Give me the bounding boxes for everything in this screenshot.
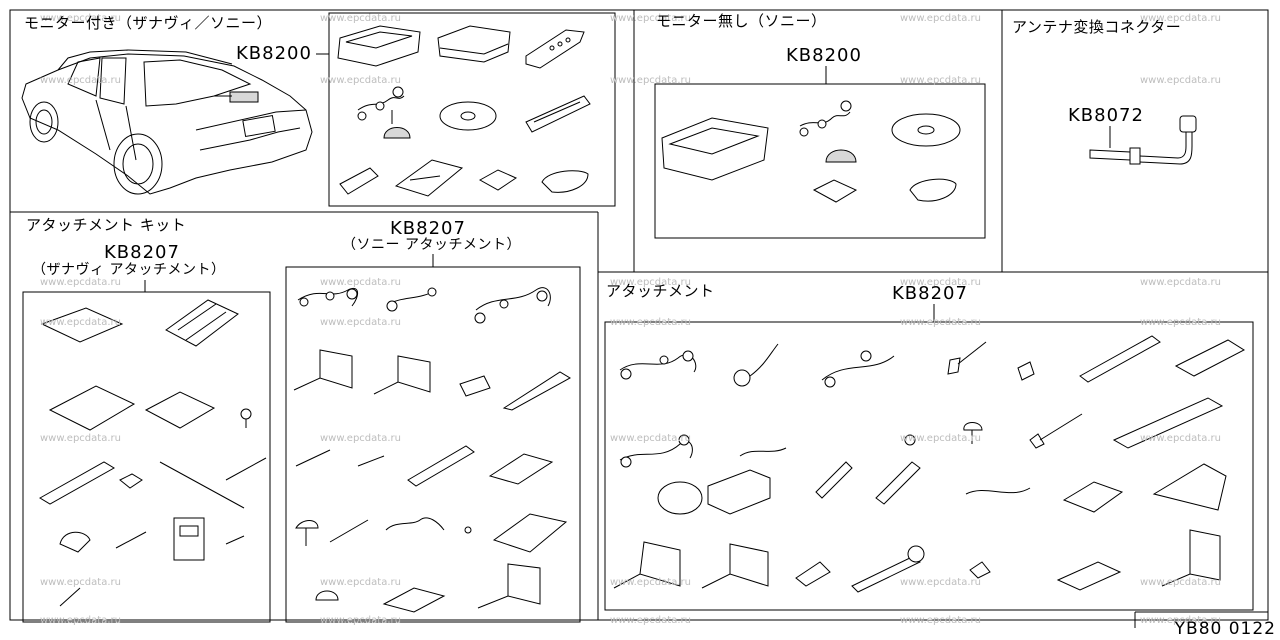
watermark-text: www.epcdata.ru <box>900 577 981 588</box>
attachment-kit-title: アタッチメント キット <box>26 216 187 234</box>
watermark-text: www.epcdata.ru <box>900 433 981 444</box>
watermark-text: www.epcdata.ru <box>40 13 121 24</box>
watermark-text: www.epcdata.ru <box>610 75 691 86</box>
kb8207-sony-parts <box>293 287 572 613</box>
sony-attachment-part-code: KB8207 <box>390 218 466 239</box>
kb8207-attachment-parts <box>613 335 1246 593</box>
watermark-text: www.epcdata.ru <box>1140 577 1221 588</box>
monitor-with-title: モニター付き（ザナヴィ／ソニー） <box>24 14 273 32</box>
kb8072-antenna-connector <box>1089 115 1197 165</box>
watermark-text: www.epcdata.ru <box>610 317 691 328</box>
watermark-text: www.epcdata.ru <box>320 277 401 288</box>
watermark-text: www.epcdata.ru <box>900 615 981 626</box>
kb8207-zanavi-parts <box>39 299 267 607</box>
monitor-without-part-code: KB8200 <box>786 45 862 66</box>
watermark-text: www.epcdata.ru <box>320 433 401 444</box>
car-illustration <box>21 49 313 195</box>
watermark-text: www.epcdata.ru <box>320 317 401 328</box>
kb8200-monitor-parts <box>337 25 591 197</box>
monitor-without-title: モニター無し（ソニー） <box>656 12 827 30</box>
watermark-text: www.epcdata.ru <box>900 13 981 24</box>
diagram-reference-number: YB80 0122 <box>1174 619 1276 639</box>
watermark-text: www.epcdata.ru <box>900 277 981 288</box>
watermark-text: www.epcdata.ru <box>40 433 121 444</box>
watermark-text: www.epcdata.ru <box>610 277 691 288</box>
antenna-part-code: KB8072 <box>1068 105 1144 126</box>
watermark-text: www.epcdata.ru <box>320 615 401 626</box>
watermark-text: www.epcdata.ru <box>900 317 981 328</box>
attachment-title: アタッチメント <box>606 282 715 300</box>
attachment-kit-part-code: KB8207 <box>104 242 180 263</box>
watermark-text: www.epcdata.ru <box>610 615 691 626</box>
watermark-text: www.epcdata.ru <box>1140 277 1221 288</box>
watermark-text: www.epcdata.ru <box>40 615 121 626</box>
watermark-text: www.epcdata.ru <box>1140 317 1221 328</box>
watermark-text: www.epcdata.ru <box>1140 433 1221 444</box>
watermark-text: www.epcdata.ru <box>1140 615 1221 626</box>
watermark-text: www.epcdata.ru <box>320 75 401 86</box>
watermark-text: www.epcdata.ru <box>610 433 691 444</box>
watermark-text: www.epcdata.ru <box>610 13 691 24</box>
watermark-text: www.epcdata.ru <box>320 13 401 24</box>
watermark-text: www.epcdata.ru <box>40 577 121 588</box>
watermark-text: www.epcdata.ru <box>40 75 121 86</box>
attachment-kit-subtitle: （ザナヴィ アタッチメント） <box>32 262 226 278</box>
watermark-text: www.epcdata.ru <box>1140 13 1221 24</box>
monitor-with-part-code: KB8200 <box>236 43 312 64</box>
watermark-text: www.epcdata.ru <box>40 317 121 328</box>
frame-lines <box>9 9 1269 628</box>
watermark-text: www.epcdata.ru <box>40 277 121 288</box>
antenna-title: アンテナ変換コネクター <box>1012 18 1182 36</box>
kb8200-sony-parts <box>661 100 961 203</box>
sony-attachment-subtitle: （ソニー アタッチメント） <box>342 237 521 253</box>
watermark-text: www.epcdata.ru <box>900 75 981 86</box>
leader-lines <box>144 53 1111 322</box>
watermark-text: www.epcdata.ru <box>610 577 691 588</box>
watermark-text: www.epcdata.ru <box>1140 75 1221 86</box>
attachment-part-code: KB8207 <box>892 283 968 304</box>
watermark-text: www.epcdata.ru <box>320 577 401 588</box>
